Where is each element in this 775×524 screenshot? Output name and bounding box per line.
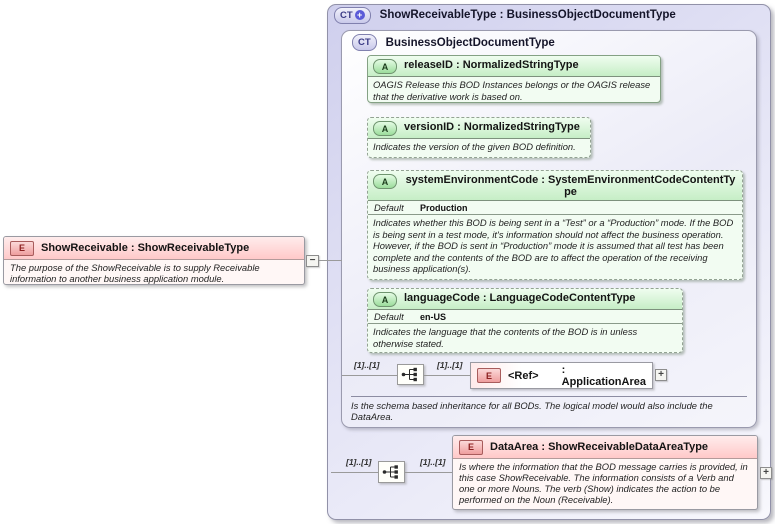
attribute-default-row: Default en-US	[368, 310, 682, 324]
element-header: E DataArea : ShowReceivableDataAreaType	[453, 436, 757, 459]
attribute-title: languageCode : LanguageCodeContentType	[404, 292, 636, 304]
outer-type-header: CT+ ShowReceivableType : BusinessObjectD…	[334, 6, 676, 24]
multiplicity-label: [1]..[1]	[346, 457, 372, 467]
attribute-default-row: Default Production	[368, 201, 742, 215]
default-value: Production	[420, 203, 468, 213]
multiplicity-label: [1]..[1]	[354, 360, 380, 370]
attribute-title: systemEnvironmentCode : SystemEnvironmen…	[405, 174, 736, 198]
connector-line	[331, 472, 378, 473]
connector-line	[405, 472, 452, 473]
element-box-ref-applicationarea[interactable]: E <Ref> : ApplicationArea	[470, 362, 653, 389]
attribute-title: releaseID : NormalizedStringType	[404, 59, 579, 71]
element-icon: E	[10, 240, 34, 256]
multiplicity-label: [1]..[1]	[420, 457, 446, 467]
attribute-header: A releaseID : NormalizedStringType	[368, 56, 660, 77]
element-box-showreceivable[interactable]: E ShowReceivable : ShowReceivableType Th…	[3, 236, 305, 285]
attribute-box-systemenvironmentcode[interactable]: A systemEnvironmentCode : SystemEnvironm…	[367, 170, 743, 280]
element-description: The purpose of the ShowReceivable is to …	[10, 262, 260, 284]
inner-type-title: BusinessObjectDocumentType	[385, 36, 555, 49]
multiplicity-label: [1]..[1]	[437, 360, 463, 370]
element-description: Is where the information that the BOD me…	[459, 461, 748, 505]
default-value: en-US	[420, 312, 447, 322]
element-icon: E	[477, 368, 501, 383]
sequence-compositor-icon[interactable]	[378, 461, 405, 483]
annotation-divider	[351, 396, 747, 397]
connector-line	[424, 375, 470, 376]
attribute-icon: A	[373, 292, 397, 307]
element-header: E ShowReceivable : ShowReceivableType	[4, 237, 304, 260]
attribute-box-languagecode[interactable]: A languageCode : LanguageCodeContentType…	[367, 288, 683, 353]
attribute-icon: A	[373, 121, 397, 136]
attribute-description: OAGIS Release this BOD Instances belongs…	[373, 79, 651, 102]
inner-type-header: CT BusinessObjectDocumentType	[352, 34, 555, 51]
expand-handle-icon[interactable]: +	[760, 467, 772, 479]
attribute-title: versionID : NormalizedStringType	[404, 121, 580, 133]
attribute-icon: A	[373, 59, 397, 74]
default-label: Default	[374, 202, 404, 213]
element-icon: E	[459, 439, 483, 455]
ref-element-type: : ApplicationArea	[561, 363, 646, 388]
attribute-header: A versionID : NormalizedStringType	[368, 118, 590, 139]
derived-plus-icon: +	[354, 10, 365, 20]
attribute-box-releaseid[interactable]: A releaseID : NormalizedStringType OAGIS…	[367, 55, 661, 103]
complex-type-icon: CT	[352, 34, 377, 51]
attribute-description: Indicates the version of the given BOD d…	[373, 141, 576, 152]
attribute-description: Indicates the language that the contents…	[373, 326, 638, 349]
attribute-description: Indicates whether this BOD is being sent…	[373, 217, 734, 274]
connector-line	[342, 375, 397, 376]
connector-line	[319, 260, 342, 261]
complex-type-icon: CT+	[334, 6, 371, 24]
element-title: DataArea : ShowReceivableDataAreaType	[490, 441, 709, 453]
attribute-header: A languageCode : LanguageCodeContentType	[368, 289, 682, 310]
attribute-box-versionid[interactable]: A versionID : NormalizedStringType Indic…	[367, 117, 591, 158]
attribute-header: A systemEnvironmentCode : SystemEnvironm…	[368, 171, 742, 201]
element-box-dataarea[interactable]: E DataArea : ShowReceivableDataAreaType …	[452, 435, 758, 510]
collapse-handle-icon[interactable]: −	[306, 255, 319, 267]
ref-element-name: <Ref>	[508, 369, 539, 382]
base-type-annotation: Is the schema based inheritance for all …	[351, 400, 713, 422]
expand-handle-icon[interactable]: +	[655, 369, 667, 381]
outer-type-title: ShowReceivableType : BusinessObjectDocum…	[379, 9, 676, 21]
element-title: ShowReceivable : ShowReceivableType	[41, 242, 250, 254]
attribute-icon: A	[373, 174, 397, 189]
sequence-compositor-icon[interactable]	[397, 364, 424, 385]
default-label: Default	[374, 311, 404, 322]
